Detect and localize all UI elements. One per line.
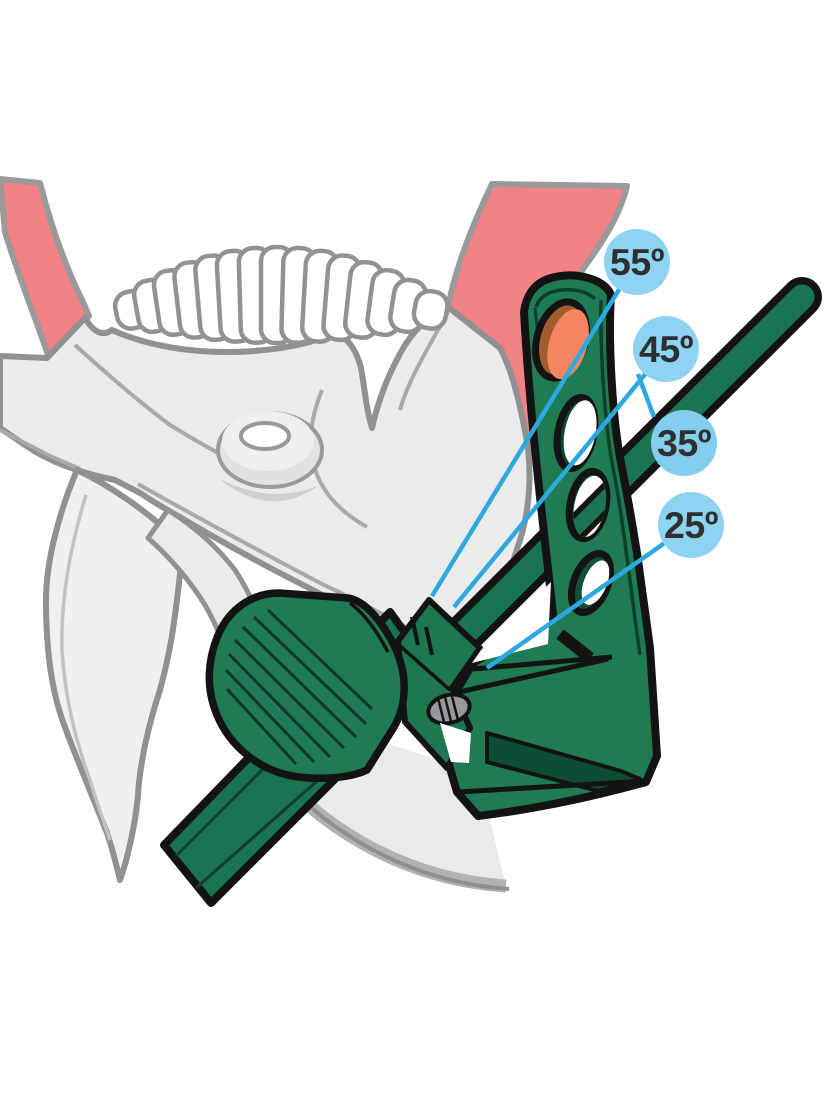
svg-text:25º: 25º <box>664 504 719 546</box>
svg-text:35º: 35º <box>657 422 712 464</box>
svg-text:45º: 45º <box>639 328 694 370</box>
svg-text:55º: 55º <box>610 241 665 283</box>
